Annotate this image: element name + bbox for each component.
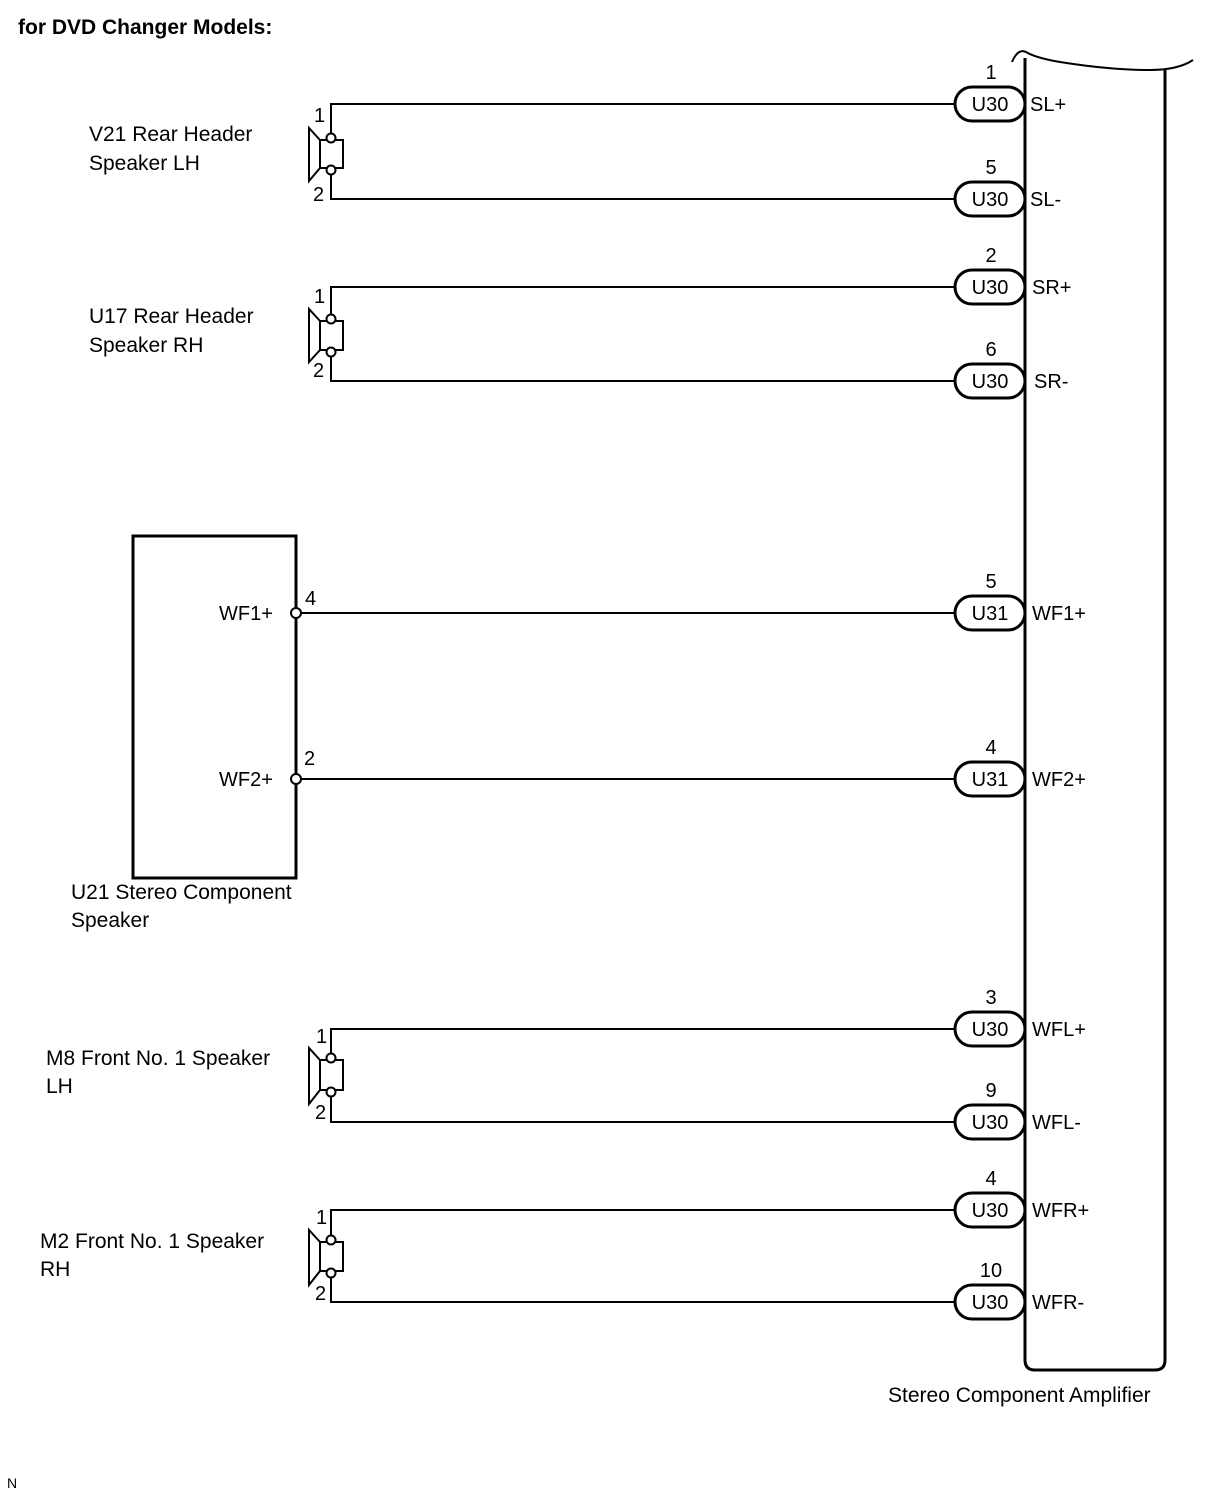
connector-pin-number: 10 xyxy=(980,1260,1002,1282)
speaker-pin-label: 2 xyxy=(315,1102,326,1124)
terminal-name: WF1+ xyxy=(219,603,273,625)
speaker-m8-front-no1-lh: 1 2 M8 Front No. 1 Speaker LH xyxy=(46,1026,344,1124)
connector-id: U30 xyxy=(972,371,1009,393)
speaker-pin-label: 2 xyxy=(313,184,324,206)
speaker-label: M2 Front No. 1 Speaker xyxy=(40,1230,264,1253)
connector-id: U30 xyxy=(972,94,1009,116)
connector-pill xyxy=(953,760,1027,798)
connector-pin-number: 3 xyxy=(985,987,996,1009)
speaker-pin-label: 2 xyxy=(315,1283,326,1305)
speaker-label: Speaker LH xyxy=(89,152,200,175)
signal-name: SL- xyxy=(1030,189,1061,211)
signal-name: WF2+ xyxy=(1032,769,1086,791)
connector-pin-number: 9 xyxy=(985,1080,996,1102)
connector-pin-number: 1 xyxy=(985,62,996,84)
signal-name: SR- xyxy=(1034,371,1068,393)
connector-id: U30 xyxy=(972,189,1009,211)
connector-id: U30 xyxy=(972,1019,1009,1041)
diagram-title: for DVD Changer Models: xyxy=(18,16,272,39)
connector-pin-number: 5 xyxy=(985,157,996,179)
signal-name: WFL+ xyxy=(1032,1019,1086,1041)
signal-name: WFR- xyxy=(1032,1292,1084,1314)
connector-pill xyxy=(953,1191,1027,1229)
amplifier-connectors: U301SL+U305SL-U302SR+U306SR-U315WF1+U314… xyxy=(953,62,1089,1321)
connector-pill xyxy=(953,85,1027,123)
wires xyxy=(301,103,955,1303)
speaker-v21-rear-header-lh: 1 2 V21 Rear Header Speaker LH xyxy=(89,105,344,206)
footer-mark: N xyxy=(7,1475,17,1491)
connector-pill xyxy=(953,1103,1027,1141)
signal-name: WF1+ xyxy=(1032,603,1086,625)
connector-pin-number: 4 xyxy=(985,1168,996,1190)
speaker-m2-front-no1-rh: 1 2 M2 Front No. 1 Speaker RH xyxy=(40,1207,344,1305)
speaker-pin-label: 1 xyxy=(316,1207,327,1229)
speaker-label: U17 Rear Header xyxy=(89,305,254,328)
connector-pin-number: 2 xyxy=(985,245,996,267)
stereo-component-amplifier: Stereo Component Amplifier xyxy=(888,50,1194,1407)
connector-u30-pin-6: U30 6SR- xyxy=(953,339,1068,400)
speaker-pin-label: 1 xyxy=(314,286,325,308)
speaker-label: Speaker RH xyxy=(89,334,203,357)
speaker-u17-rear-header-rh: 1 2 U17 Rear Header Speaker RH xyxy=(89,286,344,382)
signal-name: SL+ xyxy=(1030,94,1066,116)
connector-pin-number: 4 xyxy=(985,737,996,759)
connector-id: U31 xyxy=(972,603,1009,625)
connector-u30-pin-5: U30 5SL- xyxy=(953,157,1061,218)
speaker-label: LH xyxy=(46,1075,73,1098)
connector-pill xyxy=(953,268,1027,306)
terminal-pin: 2 xyxy=(304,748,315,770)
amplifier-label: Stereo Component Amplifier xyxy=(888,1384,1151,1407)
connector-pill xyxy=(953,180,1027,218)
speaker-label: V21 Rear Header xyxy=(89,123,252,146)
connector-pill xyxy=(953,594,1027,632)
connector-pin-number: 5 xyxy=(985,571,996,593)
connector-id: U30 xyxy=(972,277,1009,299)
connector-u30-pin-2: U30 2SR+ xyxy=(953,245,1071,306)
speaker-pin-label: 2 xyxy=(313,360,324,382)
speaker-label: RH xyxy=(40,1258,70,1281)
signal-name: SR+ xyxy=(1032,277,1071,299)
connector-pill xyxy=(953,362,1027,400)
connector-id: U30 xyxy=(972,1292,1009,1314)
connector-id: U31 xyxy=(972,769,1009,791)
speaker-pin-label: 1 xyxy=(314,105,325,127)
connector-pill xyxy=(953,1283,1027,1321)
u21-stereo-component-speaker: WF1+ WF2+ 4 2 U21 Stereo Component Speak… xyxy=(71,534,316,932)
terminal-name: WF2+ xyxy=(219,769,273,791)
component-speaker-label: U21 Stereo Component xyxy=(71,881,292,904)
connector-id: U30 xyxy=(972,1112,1009,1134)
speaker-label: M8 Front No. 1 Speaker xyxy=(46,1047,270,1070)
signal-name: WFL- xyxy=(1032,1112,1081,1134)
terminal-pin: 4 xyxy=(305,588,316,610)
speaker-pin-label: 1 xyxy=(316,1026,327,1048)
connector-id: U30 xyxy=(972,1200,1009,1222)
signal-name: WFR+ xyxy=(1032,1200,1089,1222)
component-speaker-label: Speaker xyxy=(71,909,149,932)
connector-pin-number: 6 xyxy=(985,339,996,361)
connector-pill xyxy=(953,1010,1027,1048)
connector-u30-pin-1: U30 1SL+ xyxy=(953,62,1066,123)
